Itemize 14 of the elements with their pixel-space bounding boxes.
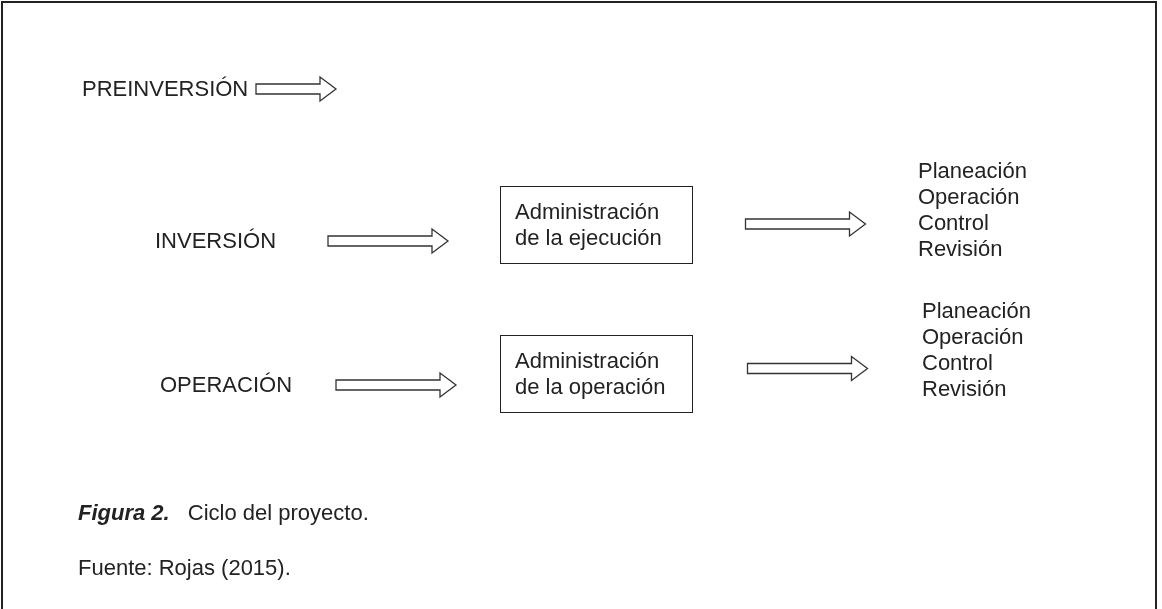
figure-caption: Figura 2. Ciclo del proyecto.	[78, 500, 369, 526]
block-arrow	[746, 355, 869, 382]
process-box: Administración de la ejecución	[500, 186, 693, 264]
process-box: Administración de la operación	[500, 335, 693, 413]
block-arrow	[255, 75, 338, 103]
source-note: Fuente: Rojas (2015).	[78, 555, 291, 581]
block-arrow	[744, 210, 867, 238]
block-arrow	[335, 371, 458, 399]
block-arrow	[327, 227, 450, 255]
step-list: Planeación Operación Control Revisión	[922, 298, 1031, 402]
phase-label: PREINVERSIÓN	[82, 76, 249, 102]
phase-label: INVERSIÓN	[155, 228, 277, 254]
phase-label: OPERACIÓN	[160, 372, 293, 398]
step-list: Planeación Operación Control Revisión	[918, 158, 1027, 262]
